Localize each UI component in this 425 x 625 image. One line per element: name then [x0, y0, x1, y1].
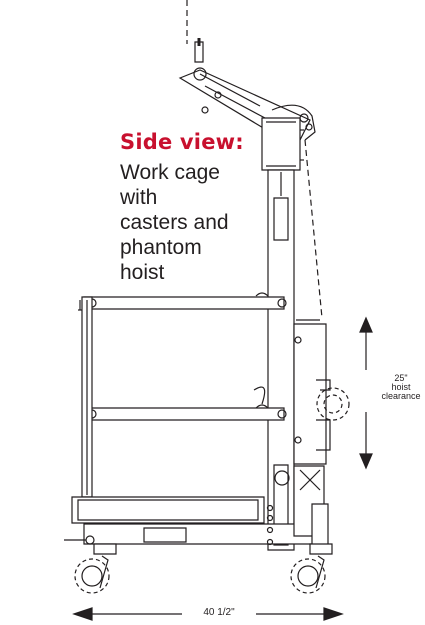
mast-head [262, 118, 304, 170]
cage-middle-rail [84, 387, 286, 420]
hoist-frame [275, 320, 330, 546]
phantom-hoist-wheel [317, 388, 349, 420]
base-width-arrow [74, 608, 342, 620]
cage-base [64, 497, 314, 545]
base-width-label: 40 1/2" [203, 607, 235, 618]
cage-upper-rail [78, 293, 286, 310]
phantom-hoist-line [187, 0, 322, 318]
hoist-clearance-value: 25" [394, 373, 408, 383]
hoist-clearance-text-2: clearance [381, 391, 421, 401]
caption-line-2: casters and [120, 211, 229, 234]
hoist-clearance-arrow [360, 318, 372, 468]
caption: Work cage with casters and phantom hoist [120, 160, 250, 285]
hoist-clearance-label: 25" hoist clearance [378, 374, 424, 401]
hoist-clearance-text-1: hoist [391, 382, 411, 392]
right-caster [291, 544, 332, 593]
vertical-mast [268, 170, 294, 550]
title: Side view: [120, 130, 244, 154]
caption-line-3: phantom hoist [120, 236, 202, 284]
caption-line-1: Work cage with [120, 161, 220, 209]
left-caster [75, 544, 116, 593]
cage-uprights [80, 297, 92, 497]
